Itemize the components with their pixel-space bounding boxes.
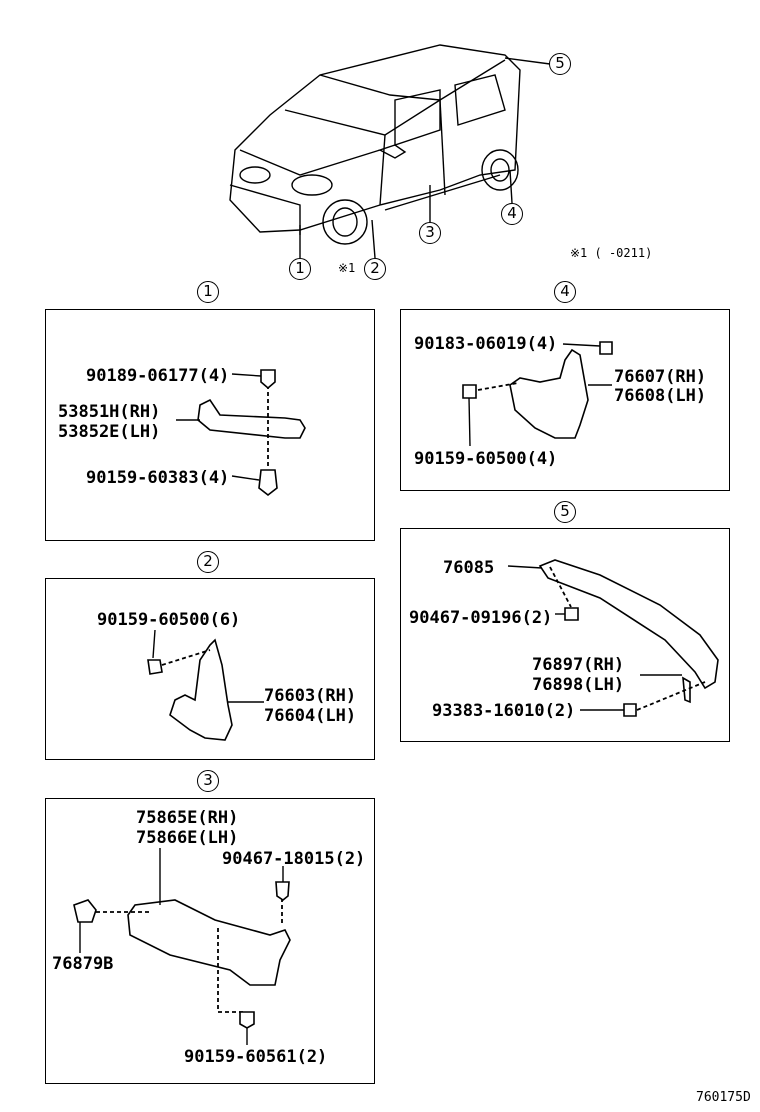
section4-artwork xyxy=(462,341,613,447)
section2-artwork xyxy=(147,629,264,741)
section1-moulding-rh-label[interactable]: 53851H(RH) xyxy=(58,402,161,422)
section4-flap-lh-label[interactable]: 76608(LH) xyxy=(614,386,707,406)
section5-cover-rh-label[interactable]: 76897(RH) xyxy=(532,655,625,675)
section5-cover-lh-label[interactable]: 76898(LH) xyxy=(532,675,625,695)
section4-nut-label[interactable]: 90183-06019(4) xyxy=(414,334,558,354)
section3-panel xyxy=(45,798,375,1084)
section2-title: 2 xyxy=(197,551,219,573)
section1-moulding-lh-label[interactable]: 53852E(LH) xyxy=(58,422,161,442)
diagram-code: 760175D xyxy=(696,1090,751,1105)
section3-artwork xyxy=(73,848,291,1045)
callout-2[interactable]: 2 xyxy=(364,258,386,280)
section4-title: 4 xyxy=(554,281,576,303)
applicability-note: ※1 ( -0211) xyxy=(570,246,653,260)
section3-screw-label[interactable]: 90159-60561(2) xyxy=(184,1047,328,1067)
section5-artwork xyxy=(507,559,719,717)
section2-flap-lh-label[interactable]: 76604(LH) xyxy=(264,706,357,726)
section4-flap-rh-label[interactable]: 76607(RH) xyxy=(614,367,707,387)
section4-screw-label[interactable]: 90159-60500(4) xyxy=(414,449,558,469)
section2-screw-label[interactable]: 90159-60500(6) xyxy=(97,610,241,630)
callout-1[interactable]: 1 xyxy=(289,258,311,280)
section5-spoiler-label[interactable]: 76085 xyxy=(443,558,495,578)
car-illustration xyxy=(229,44,521,245)
section5-screw-label[interactable]: 93383-16010(2) xyxy=(432,701,576,721)
section3-flap-rh-label[interactable]: 75865E(RH) xyxy=(136,808,239,828)
section2-flap-rh-label[interactable]: 76603(RH) xyxy=(264,686,357,706)
section1-screw-label[interactable]: 90159-60383(4) xyxy=(86,468,230,488)
note-marker: ※1 xyxy=(338,261,356,275)
callout-4[interactable]: 4 xyxy=(501,203,523,225)
section1-artwork xyxy=(176,369,306,497)
callout-5[interactable]: 5 xyxy=(549,53,571,75)
section2-panel xyxy=(45,578,375,760)
section3-clip-label[interactable]: 90467-18015(2) xyxy=(222,849,366,869)
section3-bracket-label[interactable]: 76879B xyxy=(52,954,114,974)
section4-panel xyxy=(400,309,730,491)
section5-panel xyxy=(400,528,730,742)
section3-flap-lh-label[interactable]: 75866E(LH) xyxy=(136,828,239,848)
callout-3[interactable]: 3 xyxy=(419,222,441,244)
section1-panel xyxy=(45,309,375,541)
section5-clip-label[interactable]: 90467-09196(2) xyxy=(409,608,553,628)
section5-title: 5 xyxy=(554,501,576,523)
section1-title: 1 xyxy=(197,281,219,303)
section1-clip-label[interactable]: 90189-06177(4) xyxy=(86,366,230,386)
section3-title: 3 xyxy=(197,770,219,792)
